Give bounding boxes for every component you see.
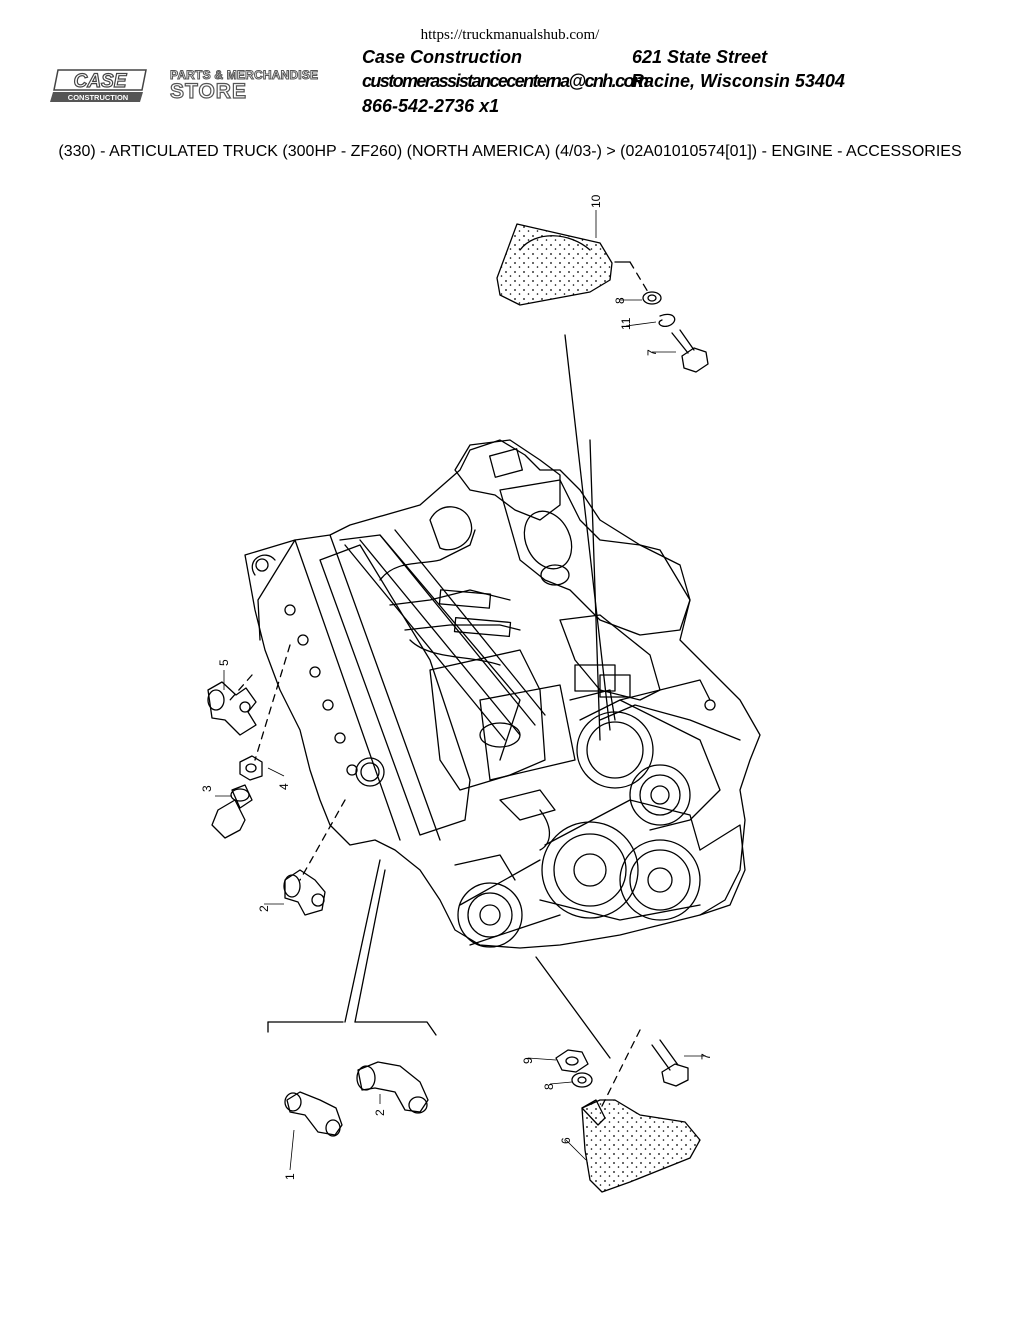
part-2-elbow-fitting-detail [356,1061,429,1114]
callout-8-top: 8 [613,297,627,304]
callout-ticks [215,210,706,1171]
part-6-cover [581,1099,701,1193]
callout-3: 3 [200,785,214,792]
store-line1: PARTS & MERCHANDISE [169,68,319,83]
page-title: (330) - ARTICULATED TRUCK (300HP - ZF260… [58,143,962,160]
part-7-bolt-top [671,329,709,373]
callout-2-bottom: 2 [373,1109,387,1116]
callout-5: 5 [217,659,231,666]
part-7-bolt-bottom [651,1039,689,1087]
callout-7-bottom: 7 [699,1053,713,1060]
callout-1: 1 [283,1173,297,1180]
leader-lines [229,261,649,1111]
source-url[interactable]: https://truckmanualshub.com/ [420,27,600,43]
store-line2: STORE [169,79,247,103]
callout-10: 10 [589,194,603,208]
part-3-fitting [211,784,253,839]
callout-11: 11 [619,317,633,330]
callout-8-bottom: 8 [542,1083,556,1090]
callout-2-mid: 2 [257,905,271,912]
company-name: Case Construction [362,47,523,67]
part-4-fitting [239,755,263,781]
callout-7-top: 7 [645,349,659,356]
callout-9: 9 [521,1057,535,1064]
engine-block-drawing [244,439,761,949]
part-5-elbow-fitting [207,681,257,736]
part-8-washer-top [642,291,662,305]
logo-sub-text: CONSTRUCTION [68,93,128,102]
email-address[interactable]: customerassistancecenterna@cnh.com [362,71,649,91]
part-2-elbow-fitting [283,869,326,916]
logo-brand-text: CASE [74,71,128,92]
case-construction-logo: CASE CONSTRUCTION [50,69,147,102]
part-8-washer-bottom [571,1072,593,1088]
city-address: Racine, Wisconsin 53404 [631,71,845,91]
callout-4: 4 [277,783,291,790]
street-address: 621 State Street [632,47,768,67]
part-9-nut [555,1049,589,1073]
phone-number: 866-542-2736 x1 [362,96,500,116]
parts-store-logo: PARTS & MERCHANDISE STORE [169,68,330,108]
part-10-cover [496,223,613,306]
part-1-elbow-fitting [284,1091,343,1137]
callout-labels: 10 8 11 7 5 3 4 2 2 1 9 8 7 6 [200,194,713,1180]
part-11-lockwasher [658,313,676,328]
